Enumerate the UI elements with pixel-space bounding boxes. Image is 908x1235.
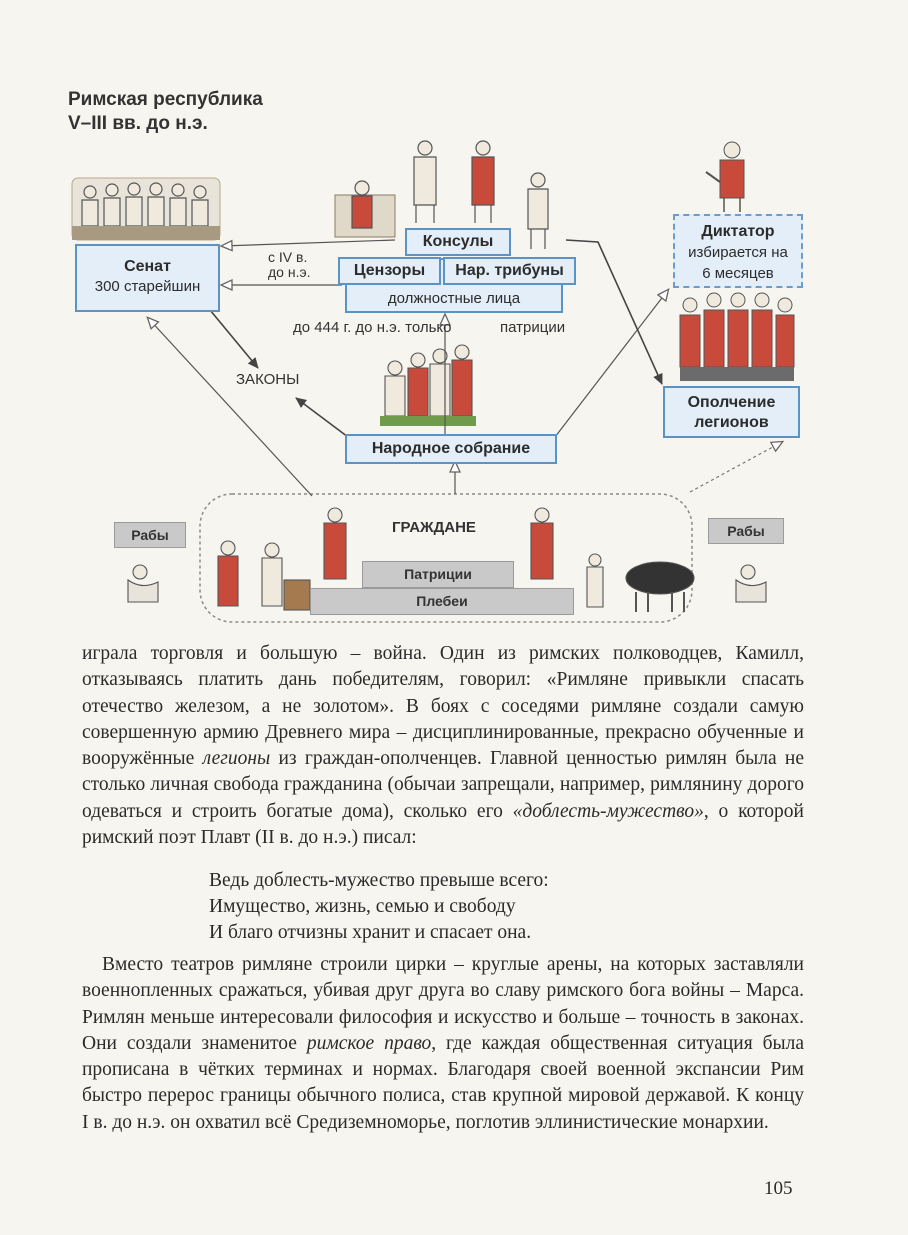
para1-valor-term: «доблесть-мужество» <box>513 801 704 822</box>
arrow-consuls-to-militia <box>566 240 662 384</box>
diagram-title: Римская республика V–III вв. до н.э. <box>68 88 263 136</box>
para1-legions-term: легионы <box>203 748 271 769</box>
patricians-note: патриции <box>500 319 565 336</box>
senate-title: Сенат <box>77 258 218 276</box>
until-444-note: до 444 г. до н.э. только <box>293 319 452 336</box>
para2-law-term: римское право <box>307 1033 431 1054</box>
assembly-crowd-illustration <box>380 345 476 426</box>
militia-line-1: Ополчение <box>665 393 798 413</box>
body-paragraph-1: играла торговля и большую – война. Один … <box>82 641 804 851</box>
poem-quote: Ведь доблесть-мужество превыше всего: Им… <box>209 868 549 946</box>
dictator-line-3: 6 месяцев <box>675 263 801 284</box>
censors-box: Цензоры <box>338 257 441 285</box>
legion-illustration <box>680 293 794 381</box>
senate-illustration <box>72 178 220 240</box>
patricians-step: Патриции <box>362 561 514 588</box>
dictator-title: Диктатор <box>675 221 801 242</box>
senate-note-line-1: с IV в. <box>268 250 311 265</box>
title-line-1: Римская республика <box>68 88 263 112</box>
tribunes-box: Нар. трибуны <box>443 257 576 285</box>
militia-box: Ополчение легионов <box>663 386 800 438</box>
poem-line-1: Ведь доблесть-мужество превыше всего: <box>209 868 549 894</box>
citizens-label: ГРАЖДАНЕ <box>392 519 476 536</box>
militia-line-2: легионов <box>665 413 798 433</box>
arrow-assembly-to-dictator <box>555 290 668 437</box>
slaves-left-label: Рабы <box>114 522 186 548</box>
senate-subtitle: 300 старейшин <box>77 278 218 295</box>
page-number: 105 <box>764 1178 793 1200</box>
assembly-box: Народное собрание <box>345 434 557 464</box>
arrow-consuls-to-senate <box>222 240 395 246</box>
dictator-illustration <box>706 142 744 212</box>
senate-note-line-2: до н.э. <box>268 265 311 280</box>
body-paragraph-2: Вместо театров римляне строили цирки – к… <box>82 952 804 1136</box>
dictator-box: Диктатор избирается на 6 месяцев <box>673 214 803 288</box>
arrow-citizens-to-senate <box>148 318 312 496</box>
plebeians-step: Плебеи <box>310 588 574 615</box>
arrow-citizens-to-militia <box>690 442 782 492</box>
senate-box: Сенат 300 старейшин <box>75 244 220 312</box>
poem-line-3: И благо отчизны хранит и спасает она. <box>209 920 549 946</box>
arrow-assembly-to-laws <box>296 398 352 440</box>
consuls-box: Консулы <box>405 228 511 256</box>
slaves-right-label: Рабы <box>708 518 784 544</box>
poem-line-2: Имущество, жизнь, семью и свободу <box>209 894 549 920</box>
dictator-line-2: избирается на <box>675 242 801 263</box>
officials-label: должностные лица <box>347 290 561 307</box>
arrow-senate-to-laws <box>210 310 258 368</box>
laws-label: ЗАКОНЫ <box>236 371 299 388</box>
title-line-2: V–III вв. до н.э. <box>68 112 263 136</box>
senate-date-note: с IV в. до н.э. <box>268 250 311 280</box>
